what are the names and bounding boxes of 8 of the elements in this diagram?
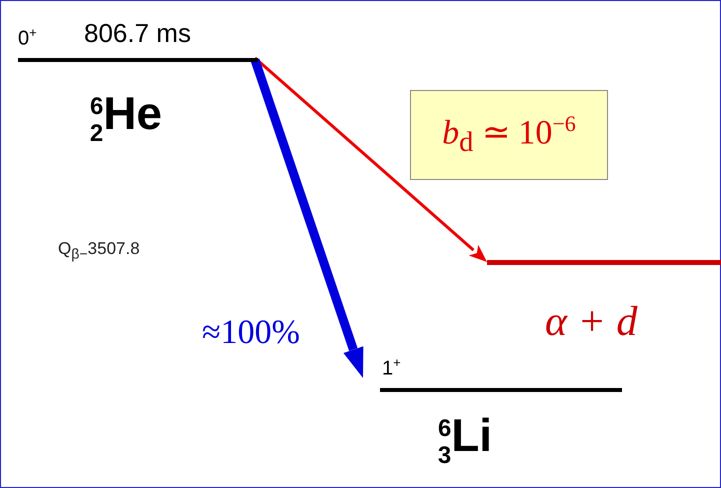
branching-ratio-label: b$_{d}$ ≃ 10$^{−6}$ <box>410 90 608 180</box>
level-spin-label: 1$^{+}$ <box>382 356 401 379</box>
half-life-label: 806.7 ms <box>84 20 191 46</box>
level-spin-label: 0$^{+}$ <box>18 26 37 49</box>
level-label: α + d <box>545 301 638 343</box>
decay-arrow <box>254 56 487 262</box>
decay-arrow <box>250 58 364 378</box>
q-value-label: Q$_{β−}$3507.8 <box>58 240 140 262</box>
